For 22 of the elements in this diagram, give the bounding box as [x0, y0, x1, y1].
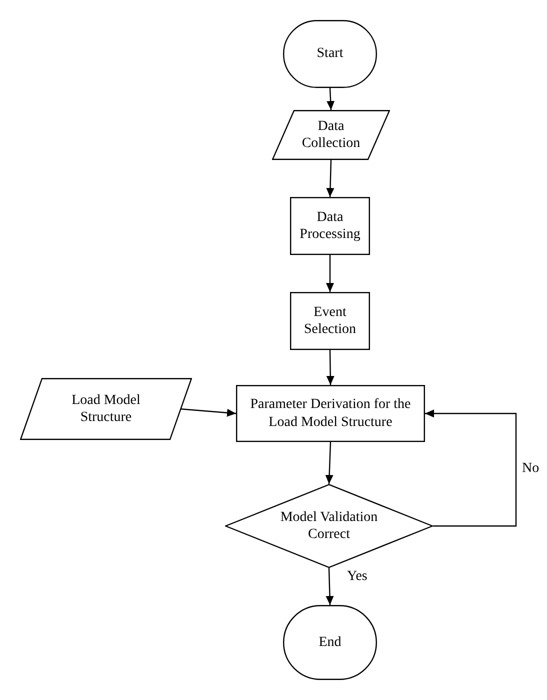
node-label: End — [318, 634, 342, 652]
arrow — [325, 442, 334, 484]
arrow — [326, 255, 334, 292]
node-label: Parameter Derivation for the Load Model Structure — [249, 396, 412, 431]
input-parallelogram — [20, 378, 192, 440]
decision-diamond — [225, 484, 433, 568]
process-box — [236, 385, 425, 442]
node-label: Data Processing — [298, 208, 362, 244]
arrow — [326, 88, 335, 110]
arrow — [326, 160, 334, 198]
process-box — [290, 292, 370, 350]
arrow — [326, 568, 334, 606]
node-label: Start — [316, 45, 344, 63]
input-parallelogram — [272, 110, 390, 160]
node-label: Load Model Structure — [70, 392, 142, 426]
arrow — [425, 410, 517, 527]
node-label: Event Selection — [302, 304, 358, 338]
arrow — [326, 350, 334, 385]
arrow — [180, 408, 236, 417]
process-box — [290, 197, 370, 255]
node-label: Model Validation Correct — [279, 508, 379, 544]
node-label: Data Collection — [300, 118, 362, 152]
